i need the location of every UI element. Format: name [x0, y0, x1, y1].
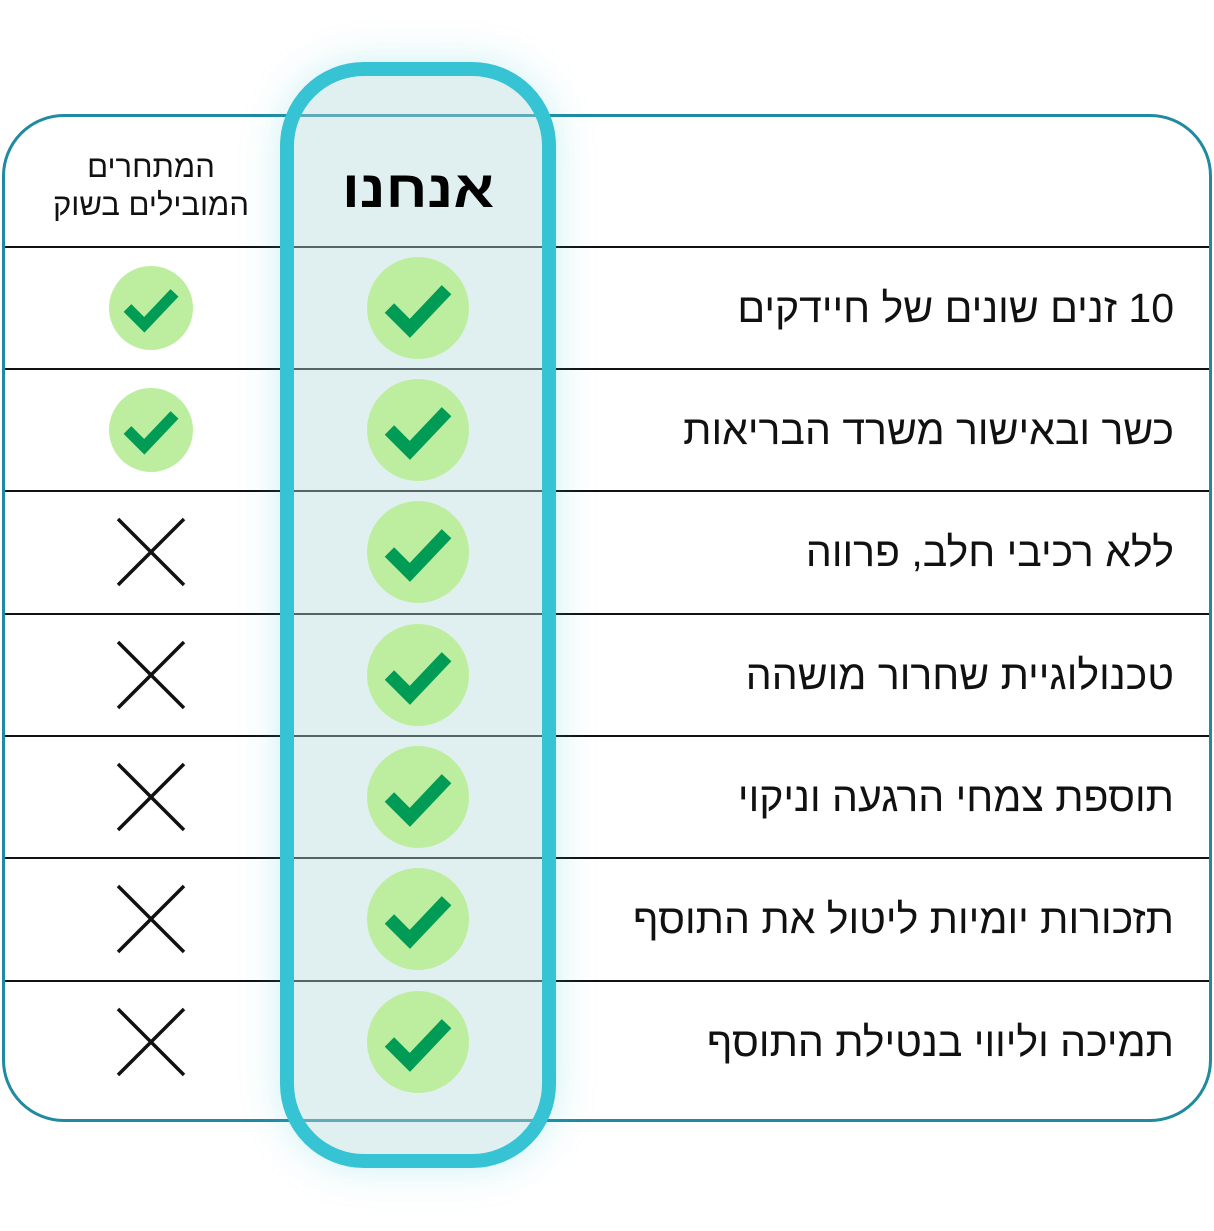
table-row: תמיכה וליווי בנטילת התוסף	[0, 981, 1214, 1103]
feature-label: תמיכה וליווי בנטילת התוסף	[706, 1018, 1174, 1065]
table-row: תזכורות יומיות ליטול את התוסף	[0, 858, 1214, 980]
row-divider	[5, 490, 1209, 492]
competitors-header: המתחרים המובילים בשוק	[20, 148, 282, 224]
cross-icon	[116, 517, 186, 587]
row-divider	[5, 980, 1209, 982]
row-divider	[5, 246, 1209, 248]
table-row: תוספת צמחי הרגעה וניקוי	[0, 736, 1214, 858]
check-icon	[367, 746, 469, 848]
check-icon	[367, 501, 469, 603]
cross-icon	[116, 762, 186, 832]
row-divider	[5, 613, 1209, 615]
feature-label: תוספת צמחי הרגעה וניקוי	[737, 773, 1174, 820]
table-row: כשר ובאישור משרד הבריאות	[0, 369, 1214, 491]
table-row: 10 זנים שונים של חיידקים	[0, 247, 1214, 369]
row-divider	[5, 857, 1209, 859]
row-divider	[5, 368, 1209, 370]
our-header: אנחנו	[341, 161, 495, 219]
our-column-highlight	[280, 62, 556, 1168]
check-icon	[367, 624, 469, 726]
feature-label: תזכורות יומיות ליטול את התוסף	[632, 895, 1174, 942]
cross-icon	[116, 884, 186, 954]
table-row: ללא רכיבי חלב, פרווה	[0, 491, 1214, 613]
check-icon	[367, 257, 469, 359]
table-row: טכנולוגיית שחרור מושהה	[0, 614, 1214, 736]
competitors-header-line2: המובילים בשוק	[53, 187, 249, 222]
row-divider	[5, 735, 1209, 737]
feature-label: 10 זנים שונים של חיידקים	[737, 284, 1174, 331]
comparison-table-frame	[2, 114, 1212, 1122]
cross-icon	[116, 640, 186, 710]
check-icon	[367, 991, 469, 1093]
feature-label: ללא רכיבי חלב, פרווה	[805, 528, 1174, 575]
check-icon	[109, 266, 193, 350]
check-icon	[367, 868, 469, 970]
check-icon	[367, 379, 469, 481]
cross-icon	[116, 1007, 186, 1077]
feature-label: טכנולוגיית שחרור מושהה	[745, 651, 1174, 698]
competitors-header-line1: המתחרים	[87, 149, 215, 184]
check-icon	[109, 388, 193, 472]
feature-label: כשר ובאישור משרד הבריאות	[683, 406, 1174, 453]
